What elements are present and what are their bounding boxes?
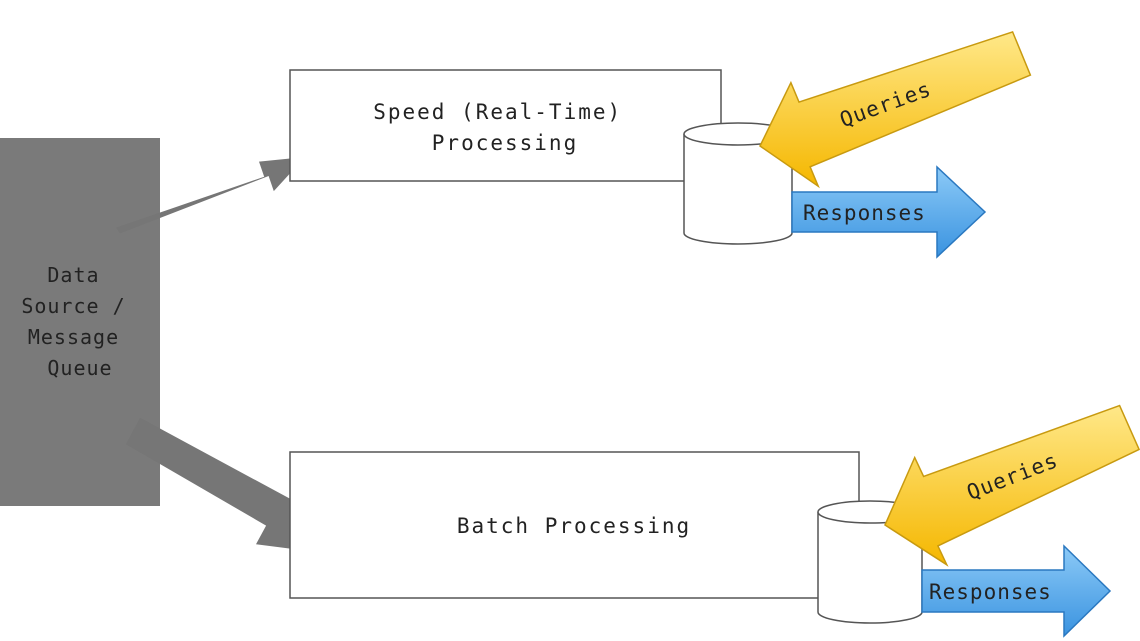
- speed-processing-box: [289, 69, 722, 182]
- response-label-speed: Responses: [803, 201, 926, 225]
- source-line-1: Data: [47, 263, 99, 287]
- batch-processing-node: Batch Processing: [289, 451, 860, 599]
- speed-line-2: Processing: [432, 131, 578, 155]
- data-source-block: [0, 138, 160, 506]
- batch-label: Batch Processing: [457, 514, 691, 538]
- svg-text:Data Source / Mess: Data Source / Message Queue: [21, 263, 138, 380]
- query-arrow-batch: Queries: [884, 404, 1140, 567]
- data-source-node: Data Source / Message Queue: [0, 138, 160, 506]
- source-line-3: Message: [28, 325, 119, 349]
- svg-text:Speed (Real-Time) Proces: Speed (Real-Time) Processing: [373, 100, 637, 155]
- response-label-batch: Responses: [929, 580, 1052, 604]
- speed-processing-node: Speed (Real-Time) Processing: [289, 69, 722, 182]
- source-line-4: Queue: [47, 356, 112, 380]
- flow-arrow-to-batch: [125, 417, 341, 555]
- flow-arrow-to-speed: [116, 157, 305, 234]
- speed-line-1: Speed (Real-Time): [373, 100, 622, 124]
- source-line-2: Source /: [21, 294, 125, 318]
- response-arrow-batch: Responses: [921, 544, 1112, 638]
- response-arrow-speed: Responses: [791, 165, 987, 259]
- batch-processing-box: [289, 451, 860, 599]
- query-arrow-speed: Queries: [759, 30, 1032, 189]
